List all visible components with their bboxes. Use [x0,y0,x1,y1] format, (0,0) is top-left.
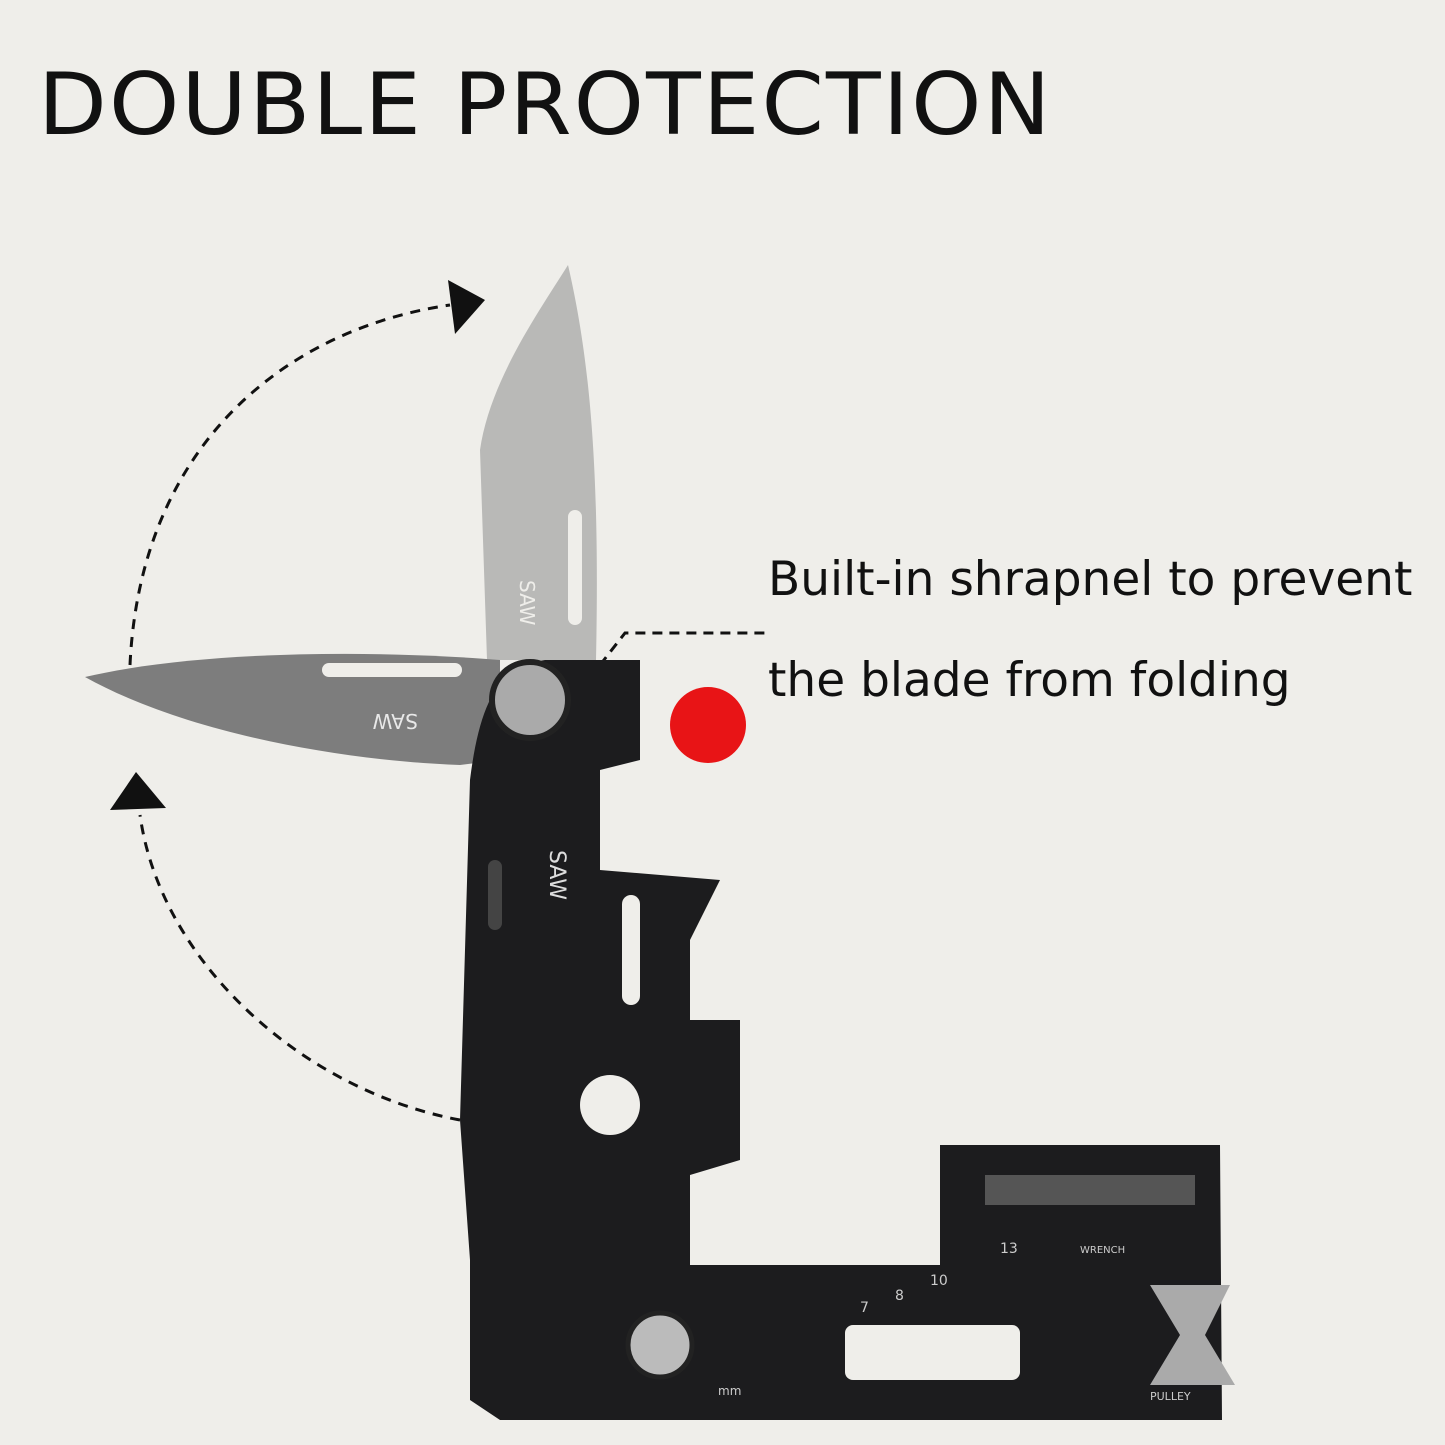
engraving-wrench: WRENCH [1080,1245,1125,1256]
tool-handle [460,660,740,1300]
callout-line-2: the blade from folding [768,653,1291,708]
arrowhead-upper-icon [448,280,485,334]
pivot-screw-bottom [625,1310,695,1380]
rotation-arrow-lower [138,814,461,1122]
engraving-blade-open: SAW [372,709,418,733]
blade-open [85,653,500,765]
engraving-hex-7: 7 [860,1300,869,1316]
engraving-hex-8: 8 [895,1288,904,1304]
engraving-wrench-size: 13 [1000,1241,1018,1257]
engraving-ruler-unit: mm [718,1384,741,1398]
engraving-blade-folded: SAW [515,580,539,626]
callout-line-1: Built-in shrapnel to prevent [768,552,1413,607]
engraving-handle: SAW [544,850,569,900]
pivot-screw-top [489,659,571,741]
engraving-pulley: PULLEY [1150,1390,1191,1403]
pulley-icon [1150,1285,1235,1385]
lock-button [670,687,746,763]
page-title: DOUBLE PROTECTION [38,55,1053,155]
blade-ghost-upright [480,265,597,660]
engraving-hex-10: 10 [930,1273,948,1289]
rotation-arrow-upper [128,303,451,666]
callout-leader-line [598,631,770,666]
arrowhead-lower-icon [110,772,166,810]
